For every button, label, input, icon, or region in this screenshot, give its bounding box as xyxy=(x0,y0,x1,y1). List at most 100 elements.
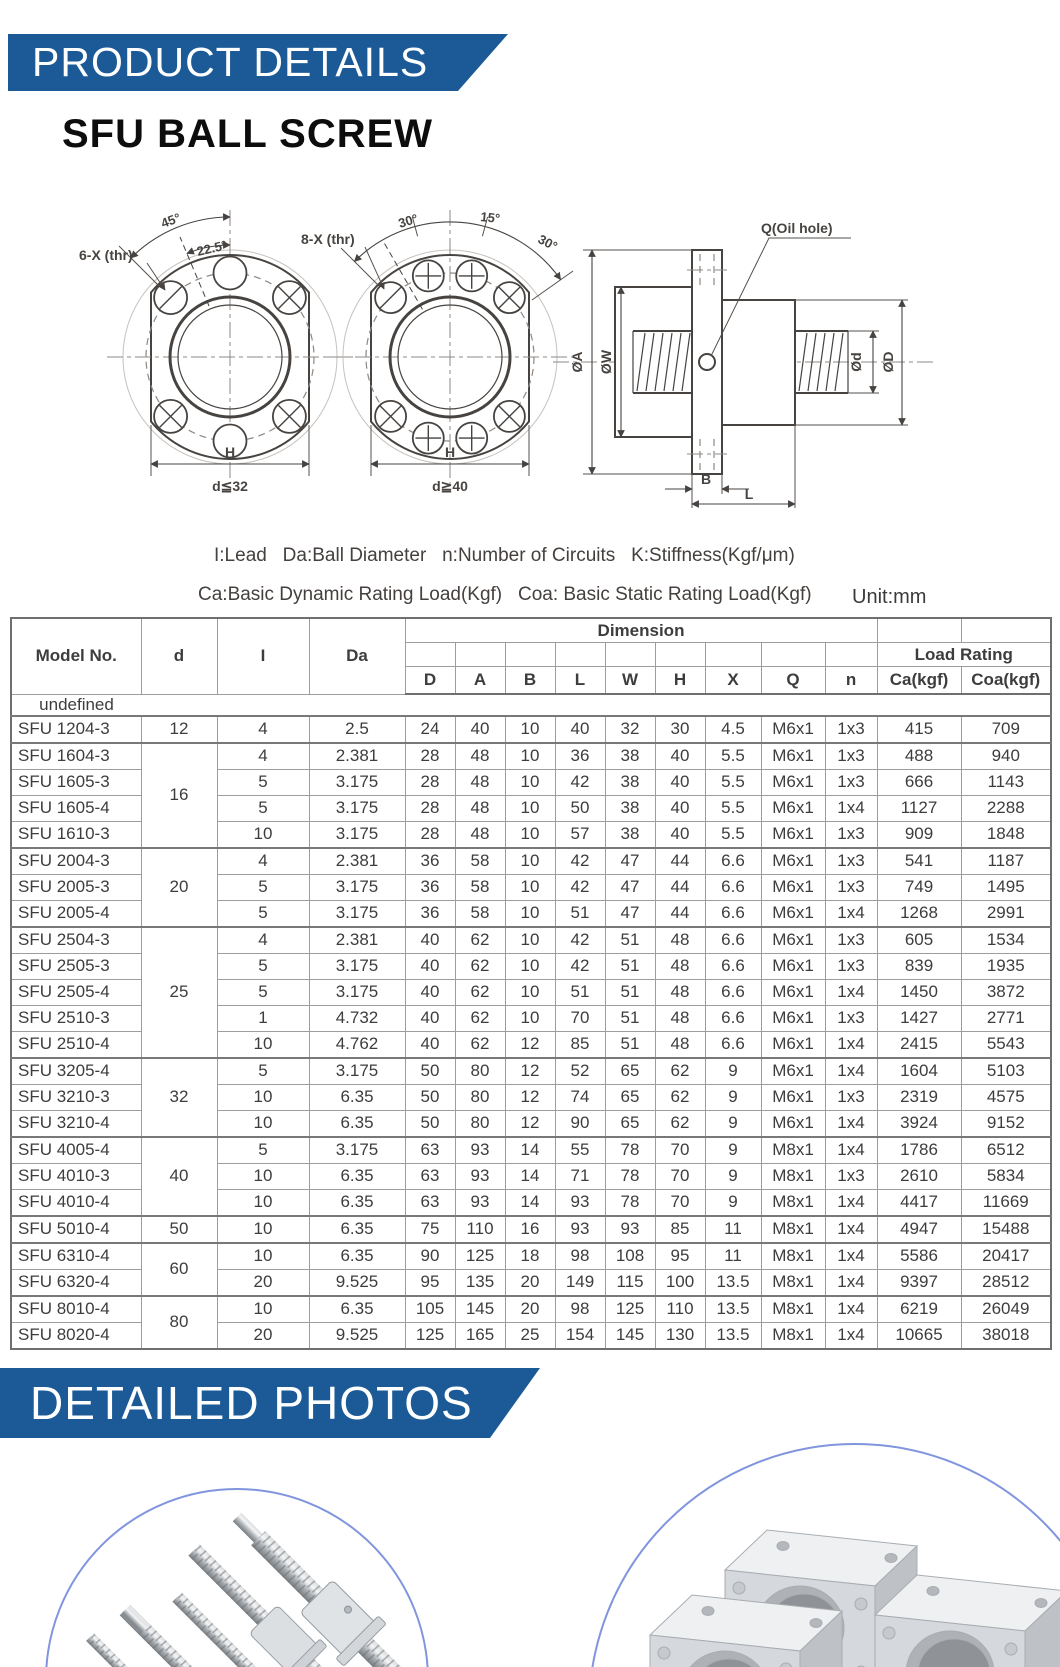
cell-model: SFU 2005-3 xyxy=(10,873,142,901)
cell-da: 3.175 xyxy=(308,952,406,980)
cell-dim: 10 xyxy=(504,794,556,822)
cell-dim: 78 xyxy=(604,1188,656,1216)
housing-block-left xyxy=(648,1594,844,1667)
legend-line-1: I:Lead Da:Ball Diameter n:Number of Circ… xyxy=(214,545,795,566)
cell-d: 16 xyxy=(140,741,218,848)
cell-dim: 40 xyxy=(554,714,606,743)
cell-da: 6.35 xyxy=(308,1162,406,1190)
cell-i: 4 xyxy=(216,846,310,875)
cell-dim: 5.5 xyxy=(704,794,762,822)
cell-dim: M8x1 xyxy=(760,1188,826,1216)
cell-dim: 10 xyxy=(504,741,556,770)
screw-4 xyxy=(119,1604,315,1667)
h-dim-label-8: H xyxy=(445,444,455,460)
cell-dim: M6x1 xyxy=(760,1056,826,1085)
cell-dim: M6x1 xyxy=(760,846,826,875)
cell-dim: 48 xyxy=(654,925,706,954)
cell-i: 10 xyxy=(216,1214,310,1243)
cell-dim: 62 xyxy=(454,978,506,1006)
cell-dim: 1x3 xyxy=(824,925,878,954)
cell-dim: 40 xyxy=(654,820,706,848)
cell-model: SFU 1610-3 xyxy=(10,820,142,848)
cell-dim: M6x1 xyxy=(760,794,826,822)
cell-dim: 9 xyxy=(704,1109,762,1137)
cell-dim: 13.5 xyxy=(704,1321,762,1349)
cell-dim: 11 xyxy=(704,1241,762,1270)
cell-da: 3.175 xyxy=(308,978,406,1006)
cell-ca: 1450 xyxy=(876,978,962,1006)
cell-dim: 165 xyxy=(454,1321,506,1349)
cell-dim: 50 xyxy=(404,1083,456,1111)
cell-dim: 93 xyxy=(454,1188,506,1216)
ball-screws-illustration xyxy=(86,1512,426,1667)
l-dim-label: L xyxy=(745,486,754,502)
cell-dim: 1x4 xyxy=(824,899,878,927)
cell-dim: 42 xyxy=(554,873,606,901)
cell-model: SFU 4010-3 xyxy=(10,1162,142,1190)
cell-dim: 115 xyxy=(604,1268,656,1296)
cell-dim: 6.6 xyxy=(704,899,762,927)
cell-dim: 51 xyxy=(554,978,606,1006)
cell-dim: 95 xyxy=(404,1268,456,1296)
cell-dim: 62 xyxy=(654,1109,706,1137)
cell-coa: 9152 xyxy=(960,1109,1052,1137)
header-spacer xyxy=(654,642,706,667)
cell-dim: 10 xyxy=(504,1004,556,1032)
cell-dim: 6.6 xyxy=(704,978,762,1006)
cell-dim: 12 xyxy=(504,1030,556,1058)
cell-i: 5 xyxy=(216,794,310,822)
cell-dim: M8x1 xyxy=(760,1268,826,1296)
cell-dim: 40 xyxy=(404,925,456,954)
cell-dim: 1x4 xyxy=(824,1268,878,1296)
cell-dim: 12 xyxy=(504,1109,556,1137)
cell-dim: 18 xyxy=(504,1241,556,1270)
cell-da: 9.525 xyxy=(308,1321,406,1349)
cell-dim: M6x1 xyxy=(760,1004,826,1032)
oil-hole-label: Q(Oil hole) xyxy=(761,220,833,236)
cell-dim: 9 xyxy=(704,1135,762,1164)
cell-dim: 145 xyxy=(454,1294,506,1323)
cell-dim: 62 xyxy=(654,1056,706,1085)
cell-coa: 1187 xyxy=(960,846,1052,875)
col-header-load: Ca(kgf) xyxy=(876,666,962,695)
cell-dim: 48 xyxy=(454,768,506,796)
cell-dim: 5.5 xyxy=(704,741,762,770)
cell-dim: 58 xyxy=(454,899,506,927)
cell-dim: 10 xyxy=(504,978,556,1006)
cell-ca: 541 xyxy=(876,846,962,875)
cell-dim: 38 xyxy=(604,820,656,848)
cell-dim: M6x1 xyxy=(760,820,826,848)
col-header-dim: W xyxy=(604,666,656,695)
cell-dim: 5.5 xyxy=(704,820,762,848)
cell-dim: 70 xyxy=(654,1188,706,1216)
cell-ca: 488 xyxy=(876,741,962,770)
cell-dim: 36 xyxy=(404,873,456,901)
cell-i: 20 xyxy=(216,1321,310,1349)
cell-dim: 9 xyxy=(704,1162,762,1190)
cell-i: 1 xyxy=(216,1004,310,1032)
cell-ca: 9397 xyxy=(876,1268,962,1296)
cell-coa: 6512 xyxy=(960,1135,1052,1164)
cell-dim: 58 xyxy=(454,873,506,901)
cell-i: 5 xyxy=(216,952,310,980)
header-spacer xyxy=(824,642,878,667)
cell-coa: 1143 xyxy=(960,768,1052,796)
cell-dim: 50 xyxy=(554,794,606,822)
cell-ca: 4417 xyxy=(876,1188,962,1216)
cell-i: 10 xyxy=(216,820,310,848)
cell-dim: 70 xyxy=(554,1004,606,1032)
cell-dim: 42 xyxy=(554,925,606,954)
cell-dim: 9 xyxy=(704,1056,762,1085)
cell-dim: M8x1 xyxy=(760,1214,826,1243)
cell-dim: M6x1 xyxy=(760,714,826,743)
ball-screw-technical-drawing: 45° 22.5° 6-X (thr) H d≦32 xyxy=(79,209,937,508)
cell-dim: 5.5 xyxy=(704,768,762,796)
cell-dim: 1x4 xyxy=(824,1241,878,1270)
cell-dim: 125 xyxy=(404,1321,456,1349)
cell-dim: 51 xyxy=(604,1030,656,1058)
cell-dim: M8x1 xyxy=(760,1321,826,1349)
cell-dim: 20 xyxy=(504,1294,556,1323)
